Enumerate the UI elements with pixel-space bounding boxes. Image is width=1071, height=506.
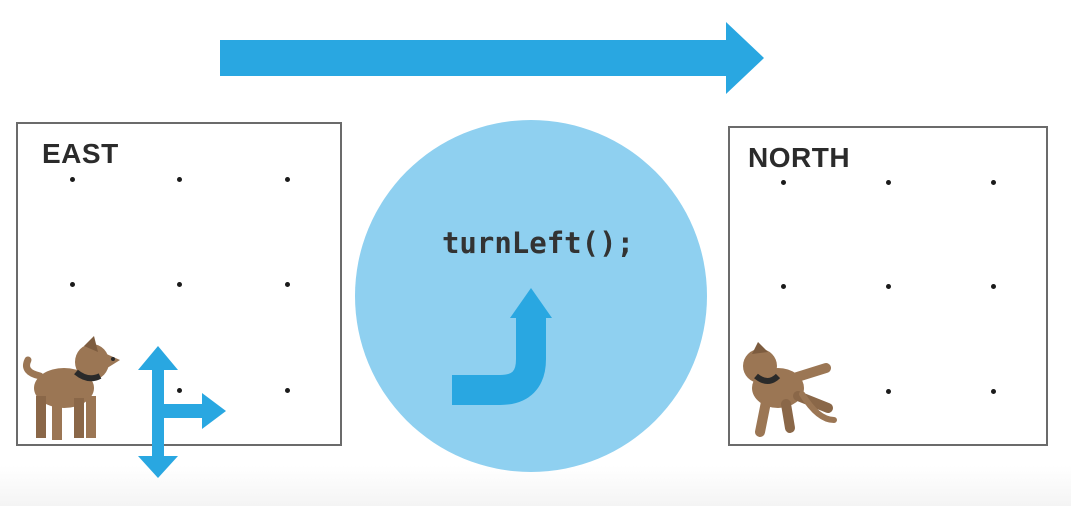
dog-facing-north-icon [743,342,837,437]
grid-dot [991,389,996,394]
grid-dot [781,284,786,289]
right-arrow-icon [220,22,764,94]
grid-dot [285,177,290,182]
direction-label-north: NORTH [748,142,851,173]
turn-left-arrow-icon [452,288,552,405]
grid-dot [177,388,182,393]
compass-arrows-icon [138,346,226,478]
grid-dot [285,388,290,393]
grid-dot [991,180,996,185]
grid-dot [177,282,182,287]
grid-dot [70,282,75,287]
grid-dot [781,180,786,185]
code-command: turnLeft(); [441,226,635,260]
grid-dot [70,177,75,182]
grid-dot [886,180,891,185]
direction-label-east: EAST [42,138,119,169]
grid-dot [991,284,996,289]
grid-dot [886,284,891,289]
dog-facing-east-icon [23,336,120,440]
grid-dot [177,177,182,182]
grid-dot [886,389,891,394]
grid-dot [285,282,290,287]
